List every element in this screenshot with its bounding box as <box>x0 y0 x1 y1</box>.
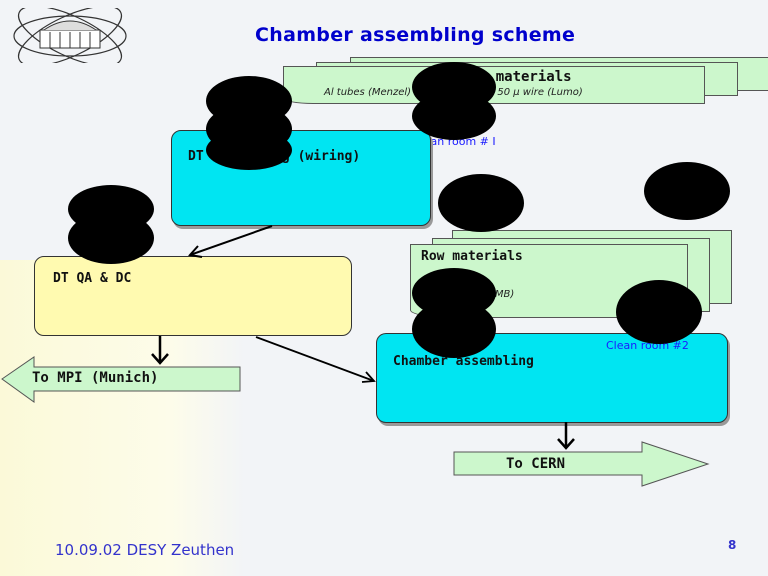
chamber-assembling-label: Chamber assembling <box>393 354 534 369</box>
redaction-blob <box>206 130 292 170</box>
footer-date-location: 10.09.02 DESY Zeuthen <box>55 541 235 559</box>
chamber-assembling-box: Chamber assembling <box>376 333 728 423</box>
dt-qa-label: DT QA & DC <box>53 271 132 286</box>
dt-qa-box: DT QA & DC <box>34 256 352 336</box>
institute-logo-icon <box>13 8 127 63</box>
row-materials-mid-detail: (MB) <box>491 289 515 300</box>
redaction-blob <box>68 212 154 264</box>
arrow-qa-to-chamber <box>255 336 375 382</box>
row-materials-mid-label: Row materials <box>421 249 523 264</box>
to-cern-arrow-shape <box>453 441 710 487</box>
redaction-blob <box>412 300 496 358</box>
clean-room-1-label: Clean room # I <box>413 135 496 148</box>
arrow-dt-to-qa <box>189 225 273 256</box>
page-number: 8 <box>728 538 737 552</box>
to-cern-label: To CERN <box>506 456 566 472</box>
page-title: Chamber assembling scheme <box>255 24 576 46</box>
redaction-blob <box>412 92 496 140</box>
redaction-blob <box>644 162 730 220</box>
redaction-blob <box>438 174 524 232</box>
redaction-blob <box>616 280 702 344</box>
to-mpi-label: To MPI (Munich) <box>32 370 159 386</box>
to-mpi-arrow-shape <box>1 356 241 403</box>
